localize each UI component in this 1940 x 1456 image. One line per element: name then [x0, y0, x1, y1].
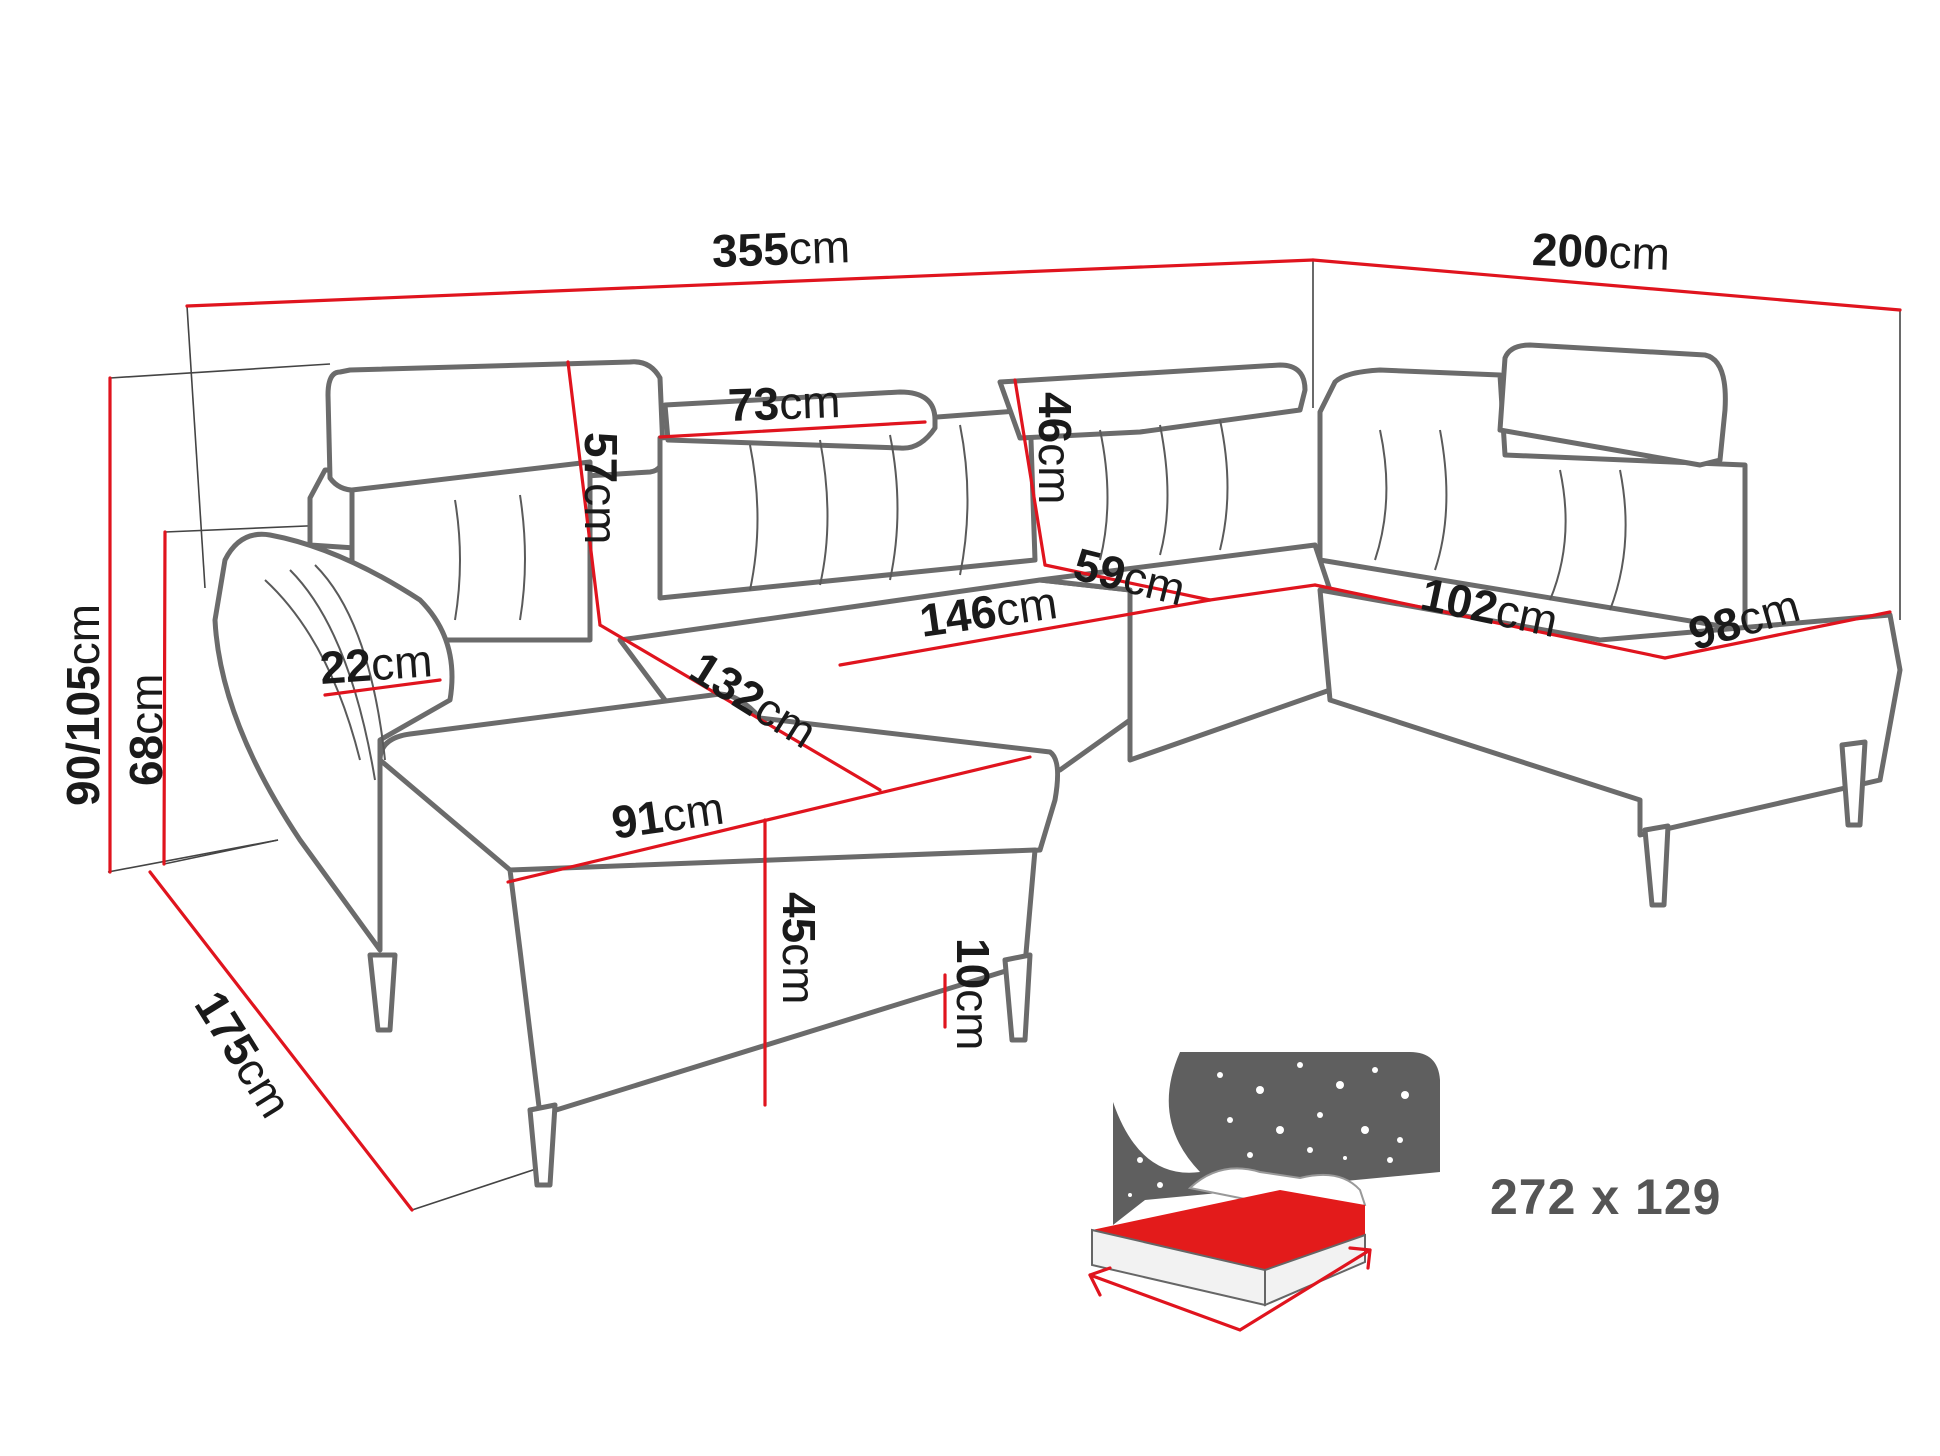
label-leg-height: 10cm — [947, 938, 999, 1051]
label-headrest-height: 57cm — [575, 432, 627, 545]
stitching — [264, 419, 1627, 781]
sofa-body — [212, 342, 1903, 1188]
guide-lines — [107, 260, 1901, 1211]
label-armrest-width: 22cm — [318, 634, 435, 694]
label-headrest-width: 73cm — [727, 375, 842, 431]
label-right-depth: 200cm — [1531, 223, 1671, 280]
bed-with-stars-icon — [1088, 1052, 1440, 1332]
label-seat-height: 45cm — [773, 892, 825, 1005]
label-backrest-height: 46cm — [1029, 392, 1081, 505]
label-total-height: 90/105cm — [57, 603, 109, 806]
dimension-lines — [108, 258, 1902, 1212]
label-armrest-height: 68cm — [120, 673, 172, 787]
label-total-width: 355cm — [711, 220, 851, 277]
sleeping-area-label: 272 x 129 — [1490, 1169, 1722, 1225]
